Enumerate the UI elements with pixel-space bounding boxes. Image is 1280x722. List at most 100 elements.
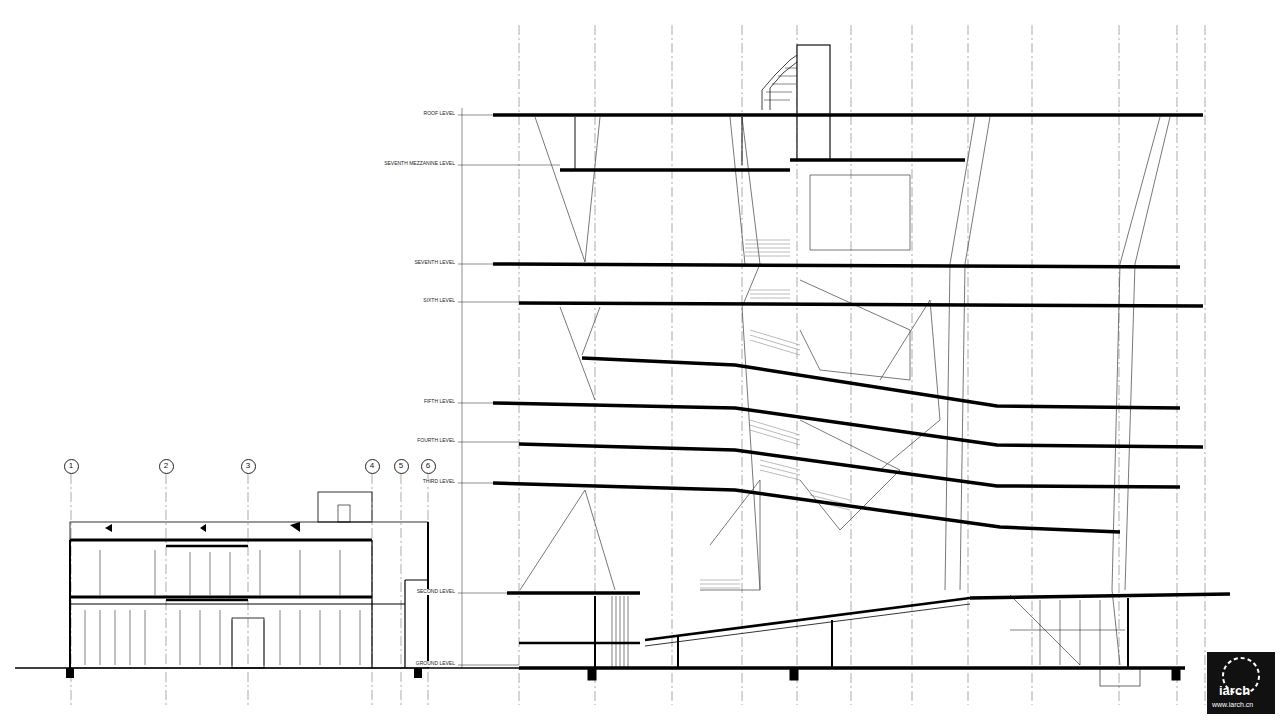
glazing (85, 610, 360, 665)
stair-treads (745, 240, 790, 256)
ground-slab (519, 666, 1185, 670)
grid-bubble: 5 (394, 459, 409, 474)
grid-number: 2 (164, 462, 168, 470)
column-line (1125, 117, 1170, 590)
grid-bubble: 6 (421, 459, 436, 474)
grid-line (851, 25, 852, 705)
mezzanine-post (742, 117, 743, 165)
roof-slab (70, 539, 372, 542)
door (338, 505, 350, 522)
floor-slab (519, 303, 1203, 306)
floor-slab (70, 604, 405, 605)
level-label: ROOF LEVEL (423, 111, 456, 117)
cylinder (797, 45, 830, 160)
column (677, 636, 679, 668)
mezzanine-slab (560, 168, 790, 172)
small-section (15, 492, 520, 678)
grid-line (1032, 25, 1033, 705)
level-tick (458, 115, 495, 116)
footing (588, 668, 596, 680)
atrium-stair (800, 280, 910, 380)
level-tick (458, 593, 507, 594)
sloped-slab (519, 444, 1180, 487)
column-line (730, 117, 745, 264)
grid-line (1205, 25, 1206, 705)
wall (70, 522, 428, 668)
grid-number: 4 (370, 462, 374, 470)
grid-line (248, 474, 249, 708)
column (594, 596, 596, 668)
column-line (1112, 117, 1160, 665)
mezzanine-slab (790, 158, 965, 162)
sloped-slab (493, 483, 1120, 532)
grid-number: 3 (246, 462, 250, 470)
stair-treads (700, 580, 740, 588)
level-tick (458, 403, 495, 404)
floor-slab (507, 591, 640, 595)
footing (66, 668, 74, 678)
glazing (1010, 600, 1125, 665)
level-label: SIXTH LEVEL (422, 298, 456, 304)
grid-number: 1 (69, 462, 73, 470)
level-label: SECOND LEVEL (416, 589, 456, 595)
floor-slabs (493, 115, 1230, 668)
column-line (960, 117, 990, 590)
grid-line (912, 25, 913, 705)
v-column (520, 490, 615, 590)
footing (414, 668, 422, 678)
grid-bubble: 2 (159, 459, 174, 474)
level-tick (458, 264, 495, 265)
sloped-slab (582, 358, 1180, 408)
level-tick (458, 165, 560, 166)
atrium-void (880, 300, 940, 470)
grid-bubble: 3 (241, 459, 256, 474)
entrance (232, 618, 264, 668)
column-cylinder (575, 45, 830, 170)
roof-slab (493, 113, 1203, 117)
v-column (560, 307, 600, 400)
grid-number: 6 (426, 462, 430, 470)
glazing (100, 550, 340, 595)
ramp-soffit (645, 604, 970, 646)
watermark: iarch (1219, 684, 1250, 697)
stair-tower (770, 62, 797, 110)
level-tick (458, 665, 519, 666)
grid-line (166, 474, 167, 708)
column (831, 620, 833, 668)
level-ticks (458, 108, 560, 668)
grid-number: 5 (399, 462, 403, 470)
grid-bubble: 4 (365, 459, 380, 474)
grid-line (595, 25, 596, 705)
level-tick (458, 483, 495, 484)
floor-slab (519, 642, 640, 645)
wall (372, 540, 428, 668)
stair-tower (762, 55, 797, 110)
column (1127, 598, 1129, 668)
level-label: SEVENTH LEVEL (413, 260, 456, 266)
grid-line (968, 25, 969, 705)
building-outline (70, 522, 428, 668)
v-column (535, 117, 600, 262)
dimension-line (462, 108, 463, 668)
atrium-opening (810, 175, 910, 250)
grid-line (519, 25, 520, 705)
floor-slab (493, 264, 1180, 267)
grid-line (401, 474, 402, 708)
grid-bubble: 1 (64, 459, 79, 474)
level-tick (458, 442, 519, 443)
floor-slab (70, 596, 372, 599)
level-label: FOURTH LEVEL (416, 438, 456, 444)
footing (1172, 668, 1180, 680)
penthouse (318, 492, 372, 522)
stair-treads (760, 460, 800, 480)
grid-lines (71, 25, 1205, 708)
footing (790, 668, 798, 680)
atrium-stair (700, 480, 760, 590)
mezzanine-post (575, 117, 576, 170)
atrium-stair (800, 420, 900, 530)
grid-line (1177, 25, 1178, 705)
structure-lines (520, 117, 1170, 665)
ramp (588, 596, 1180, 686)
level-label: THIRD LEVEL (422, 479, 456, 485)
column-line (742, 117, 760, 590)
